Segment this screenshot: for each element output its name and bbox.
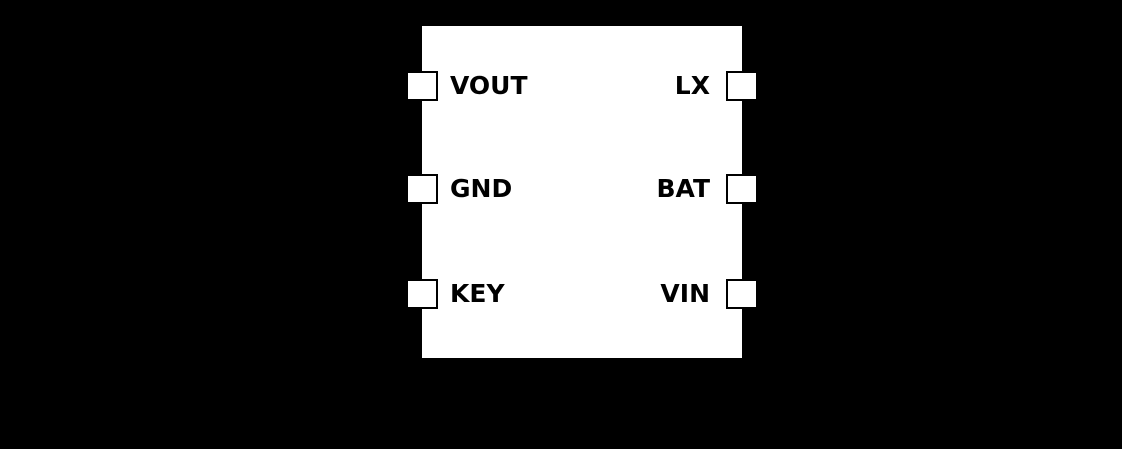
pin-vout: [406, 71, 438, 101]
chip-body: [422, 26, 742, 358]
pin-key: [406, 279, 438, 309]
pin-label-lx: LX: [674, 71, 710, 100]
pin-label-gnd: GND: [450, 174, 513, 203]
pin-label-key: KEY: [450, 279, 505, 308]
pin-vin: [726, 279, 758, 309]
pin-label-vout: VOUT: [450, 71, 528, 100]
pin-gnd: [406, 174, 438, 204]
pin-lx: [726, 71, 758, 101]
pin-bat: [726, 174, 758, 204]
pin-label-vin: VIN: [660, 279, 710, 308]
pin-label-bat: BAT: [656, 174, 710, 203]
